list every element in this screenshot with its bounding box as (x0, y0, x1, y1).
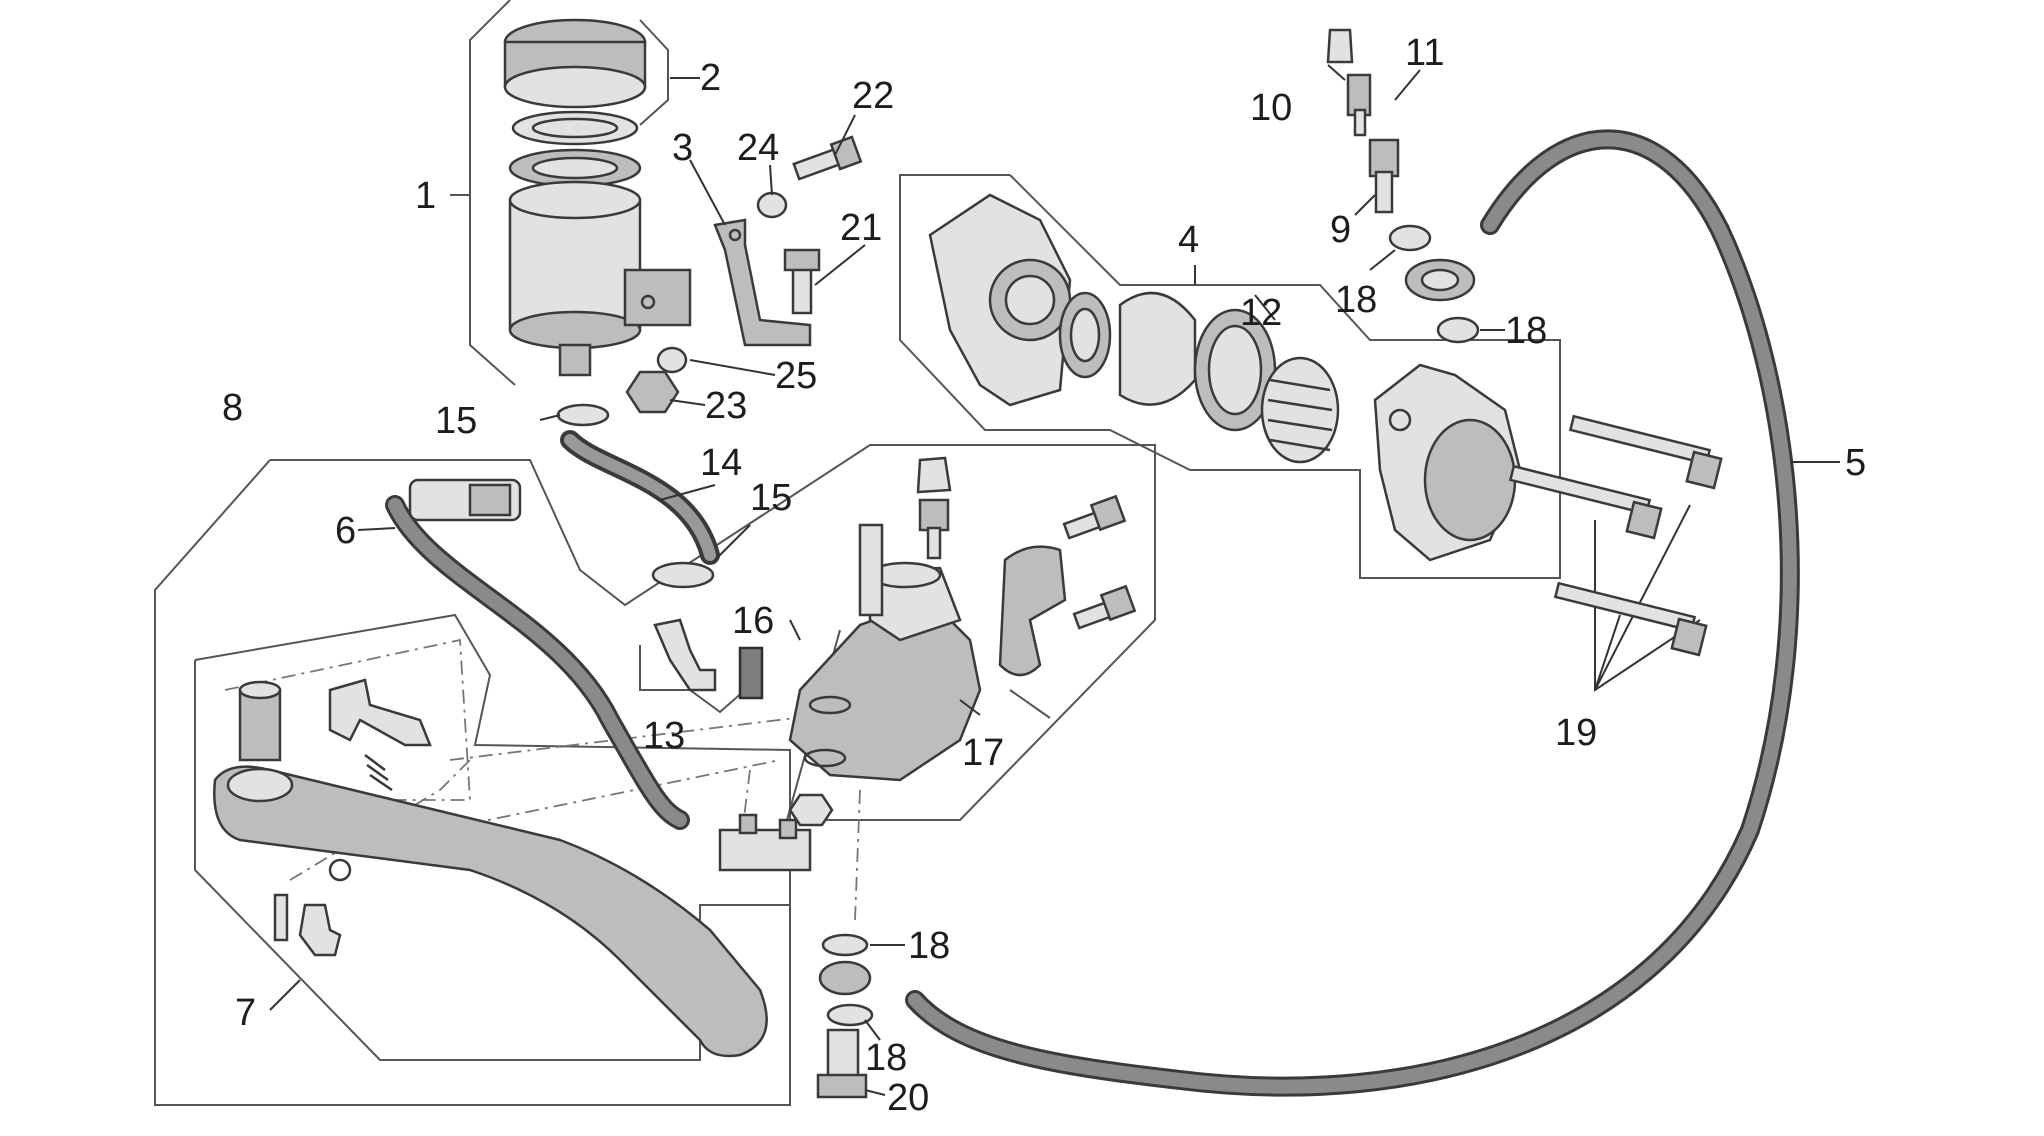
parts (213, 18, 1723, 1099)
callout-10: 10 (1250, 87, 1292, 129)
callout-13: 13 (643, 715, 685, 757)
callout-21: 21 (840, 207, 882, 249)
callout-7: 7 (235, 992, 256, 1034)
callout-23: 23 (705, 385, 747, 427)
callout-9: 9 (1330, 209, 1351, 251)
callout-24: 24 (737, 127, 779, 169)
callout-4: 4 (1178, 219, 1199, 261)
callout-1: 1 (415, 175, 436, 217)
hoses (385, 129, 1800, 1097)
callout-18c: 18 (908, 925, 950, 967)
callout-22: 22 (852, 75, 894, 117)
callout-8: 8 (222, 387, 243, 429)
leader-lines (269, 64, 1840, 1096)
callout-3: 3 (672, 127, 693, 169)
callout-2: 2 (700, 57, 721, 99)
callout-11: 11 (1405, 32, 1444, 74)
callout-6: 6 (335, 510, 356, 552)
callout-17: 17 (962, 732, 1004, 774)
callout-14: 14 (700, 442, 742, 484)
callout-18a: 18 (1335, 279, 1377, 321)
callout-15a: 15 (435, 400, 477, 442)
callout-16: 16 (732, 600, 774, 642)
callout-18b: 18 (1505, 310, 1547, 352)
callout-15b: 15 (750, 477, 792, 519)
callout-19: 19 (1555, 712, 1597, 754)
callout-18d: 18 (865, 1037, 907, 1079)
callout-20: 20 (887, 1077, 929, 1119)
callout-25: 25 (775, 355, 817, 397)
callout-12: 12 (1240, 292, 1282, 334)
callout-5: 5 (1845, 442, 1866, 484)
callout-labels: 1 2 3 4 5 6 7 8 9 10 11 12 13 14 15 15 1… (222, 32, 1866, 1119)
